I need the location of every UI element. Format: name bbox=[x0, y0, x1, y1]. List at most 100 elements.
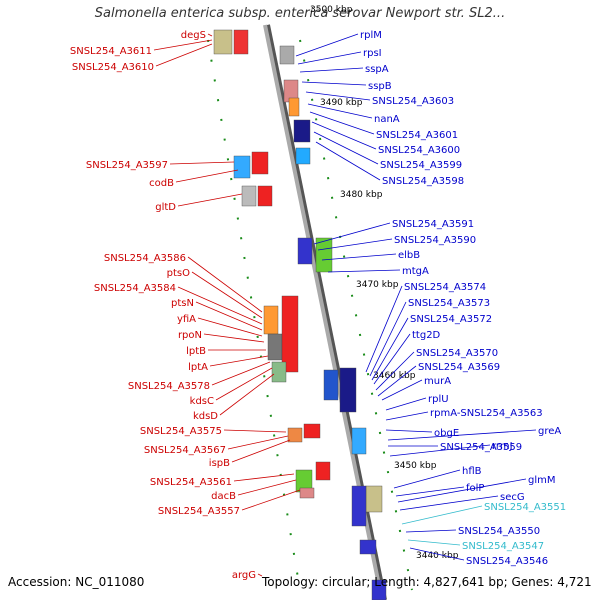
gene-label-rplu[interactable]: rplU bbox=[428, 394, 449, 405]
gene-label-snsl254-a3599[interactable]: SNSL254_A3599 bbox=[380, 160, 462, 171]
leader-line bbox=[241, 489, 301, 511]
leader-line bbox=[191, 271, 263, 319]
leader-line bbox=[393, 469, 461, 489]
gene-label-snsl254-a3611[interactable]: SNSL254_A3611 bbox=[70, 46, 152, 57]
gene-label-hflb[interactable]: hflB bbox=[462, 466, 482, 477]
leader-line bbox=[401, 505, 483, 525]
gene-label-snsl254-a3570[interactable]: SNSL254_A3570 bbox=[416, 348, 498, 359]
gene-label-elbb[interactable]: elbB bbox=[398, 250, 420, 261]
gene-label-snsl254-a3569[interactable]: SNSL254_A3569 bbox=[418, 362, 500, 373]
gene-label-snsl254-a3561[interactable]: SNSL254_A3561 bbox=[150, 477, 232, 488]
gene-label-grea[interactable]: greA bbox=[538, 426, 561, 437]
topology-text: Topology: circular; Length: 4,827,641 bp… bbox=[262, 575, 592, 589]
gene-label-snsl254-a3559[interactable]: SNSL254_A3559 bbox=[440, 442, 522, 453]
leader-line bbox=[233, 473, 295, 482]
leader-line bbox=[311, 121, 377, 150]
gene-label-snsl254-a3578[interactable]: SNSL254_A3578 bbox=[128, 381, 210, 392]
gene-label-snsl254-a3573[interactable]: SNSL254_A3573 bbox=[408, 298, 490, 309]
gene-label-mura[interactable]: murA bbox=[424, 376, 451, 387]
leader-line bbox=[375, 351, 415, 391]
leader-line bbox=[153, 39, 213, 51]
gene-label-ttg2d[interactable]: ttg2D bbox=[412, 330, 441, 341]
gene-block bbox=[233, 155, 251, 179]
gene-label-snsl254-a3591[interactable]: SNSL254_A3591 bbox=[392, 219, 474, 230]
gene-label-snsl254-a3550[interactable]: SNSL254_A3550 bbox=[458, 526, 540, 537]
gene-label-snsl254-a3574[interactable]: SNSL254_A3574 bbox=[404, 282, 486, 293]
leader-line bbox=[209, 355, 269, 367]
gene-label-snsl254-a3597[interactable]: SNSL254_A3597 bbox=[86, 160, 168, 171]
gene-block bbox=[213, 29, 233, 55]
gene-label-lptb[interactable]: lptB bbox=[186, 346, 206, 357]
gene-block bbox=[303, 423, 321, 439]
gene-label-secg[interactable]: secG bbox=[500, 492, 525, 503]
gene-label-ptso[interactable]: ptsO bbox=[167, 268, 190, 279]
gene-label-ptsn[interactable]: ptsN bbox=[171, 298, 194, 309]
gene-block bbox=[297, 237, 313, 265]
gene-label-obge[interactable]: obgE bbox=[434, 428, 459, 439]
leader-line bbox=[257, 573, 263, 577]
gene-block bbox=[359, 539, 377, 555]
gene-label-snsl254-a3575[interactable]: SNSL254_A3575 bbox=[140, 426, 222, 437]
gene-label-rpma-snsl254-a3563[interactable]: rpmA-SNSL254_A3563 bbox=[430, 408, 543, 419]
gene-label-snsl254-a3600[interactable]: SNSL254_A3600 bbox=[378, 145, 460, 156]
leader-line bbox=[405, 529, 457, 533]
gene-label-codb[interactable]: codB bbox=[149, 178, 174, 189]
gene-label-sspa[interactable]: sspA bbox=[365, 64, 389, 75]
gene-label-dacb[interactable]: dacB bbox=[211, 491, 236, 502]
gene-label-rpsi[interactable]: rpsI bbox=[363, 48, 382, 59]
gene-label-snsl254-a3603[interactable]: SNSL254_A3603 bbox=[372, 96, 454, 107]
gene-label-ispb[interactable]: ispB bbox=[209, 458, 230, 469]
gene-label-degs[interactable]: degS bbox=[181, 30, 206, 41]
gene-label-snsl254-a3590[interactable]: SNSL254_A3590 bbox=[394, 235, 476, 246]
leader-line bbox=[197, 317, 263, 337]
gene-label-sspb[interactable]: sspB bbox=[368, 81, 392, 92]
gene-label-kdsc[interactable]: kdsC bbox=[190, 396, 214, 407]
leader-line bbox=[169, 161, 235, 165]
gene-block bbox=[339, 367, 357, 413]
gene-label-nana[interactable]: nanA bbox=[374, 114, 400, 125]
gene-blocks bbox=[213, 29, 387, 600]
gene-label-snsl254-a3567[interactable]: SNSL254_A3567 bbox=[144, 445, 226, 456]
gene-label-rpon[interactable]: rpoN bbox=[178, 330, 202, 341]
gene-label-yfia[interactable]: yfiA bbox=[177, 314, 196, 325]
gene-block bbox=[299, 487, 315, 499]
gene-label-snsl254-a3586[interactable]: SNSL254_A3586 bbox=[104, 253, 186, 264]
kbp-tick-label: 3490 kbp bbox=[320, 98, 363, 108]
leader-line bbox=[313, 131, 379, 165]
leader-line bbox=[321, 253, 397, 261]
accession-text: Accession: NC_011080 bbox=[8, 575, 145, 589]
leader-line bbox=[177, 193, 243, 207]
gene-label-snsl254-a3551[interactable]: SNSL254_A3551 bbox=[484, 502, 566, 513]
leader-line bbox=[407, 539, 461, 546]
gene-label-lpta[interactable]: lptA bbox=[188, 362, 208, 373]
gene-label-glmm[interactable]: glmM bbox=[528, 475, 556, 486]
gene-block bbox=[295, 147, 311, 165]
leader-line bbox=[237, 479, 297, 496]
leader-line bbox=[371, 317, 409, 381]
gene-block bbox=[271, 361, 287, 383]
gene-label-snsl254-a3598[interactable]: SNSL254_A3598 bbox=[382, 176, 464, 187]
gene-label-rrmj[interactable]: rrmJ bbox=[492, 441, 513, 452]
leader-line bbox=[295, 33, 359, 57]
gene-label-snsl254-a3572[interactable]: SNSL254_A3572 bbox=[410, 314, 492, 325]
gene-block bbox=[287, 427, 303, 443]
gene-label-snsl254-a3547[interactable]: SNSL254_A3547 bbox=[462, 541, 544, 552]
leader-line bbox=[177, 286, 263, 325]
gene-label-snsl254-a3610[interactable]: SNSL254_A3610 bbox=[72, 62, 154, 73]
leader-line bbox=[385, 411, 429, 421]
gene-label-folp[interactable]: folP bbox=[466, 483, 484, 494]
leader-line bbox=[395, 486, 465, 497]
leader-line bbox=[219, 373, 275, 416]
gene-label-snsl254-a3557[interactable]: SNSL254_A3557 bbox=[158, 506, 240, 517]
gene-label-rplm[interactable]: rplM bbox=[360, 30, 382, 41]
gene-label-gltd[interactable]: gltD bbox=[155, 202, 176, 213]
gene-label-mtga[interactable]: mtgA bbox=[402, 266, 429, 277]
gene-label-snsl254-a3584[interactable]: SNSL254_A3584 bbox=[94, 283, 176, 294]
gene-label-kdsd[interactable]: kdsD bbox=[193, 411, 218, 422]
gene-label-snsl254-a3601[interactable]: SNSL254_A3601 bbox=[376, 130, 458, 141]
gene-label-argg[interactable]: argG bbox=[232, 570, 256, 581]
gene-label-snsl254-a3546[interactable]: SNSL254_A3546 bbox=[466, 556, 548, 567]
